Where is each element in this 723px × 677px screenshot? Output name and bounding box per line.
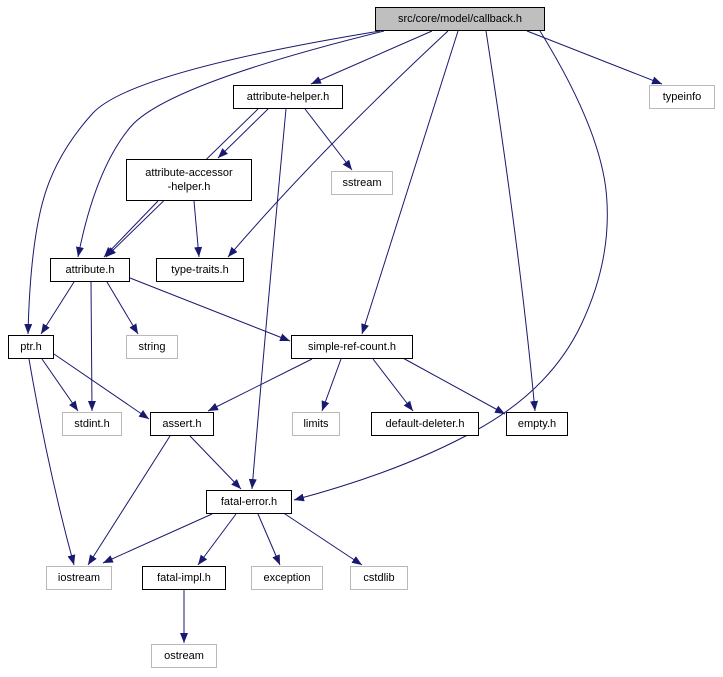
include-edge-attribute-helper-h-to-fatal-error-h	[248, 108, 287, 490]
include-edge-attribute-accessor-helper-h-to-type-traits-h	[193, 200, 203, 258]
graph-node-attribute-helper-h[interactable]: attribute-helper.h	[233, 85, 343, 109]
include-edge-fatal-error-h-to-cstdlib	[281, 511, 363, 566]
include-edge-assert-h-to-iostream	[87, 435, 171, 566]
include-edge-fatal-error-h-to-iostream	[102, 513, 213, 564]
graph-node-fatal-error-h[interactable]: fatal-error.h	[206, 490, 292, 514]
graph-node-cstdlib: cstdlib	[350, 566, 408, 590]
graph-node-type-traits-h[interactable]: type-traits.h	[156, 258, 244, 282]
include-edge-callback-h-to-attribute-helper-h	[310, 30, 433, 85]
graph-node-ptr-h[interactable]: ptr.h	[8, 335, 54, 359]
graph-node-limits: limits	[292, 412, 340, 436]
include-edge-attribute-h-to-string	[106, 281, 139, 335]
include-edge-attribute-accessor-helper-h-to-attribute-h	[103, 200, 159, 258]
include-edge-simple-ref-count-h-to-assert-h	[207, 358, 313, 412]
graph-node-attribute-h[interactable]: attribute.h	[50, 258, 130, 282]
graph-node-empty-h[interactable]: empty.h	[506, 412, 568, 436]
include-edge-simple-ref-count-h-to-limits	[321, 358, 342, 412]
include-edge-callback-h-to-type-traits-h	[227, 30, 449, 258]
include-edge-attribute-h-to-ptr-h	[40, 281, 75, 335]
include-edge-assert-h-to-fatal-error-h	[189, 435, 242, 490]
graph-node-simple-ref-count-h[interactable]: simple-ref-count.h	[291, 335, 413, 359]
graph-node-iostream: iostream	[46, 566, 112, 590]
include-edge-fatal-error-h-to-fatal-impl-h	[197, 513, 237, 566]
include-edge-callback-h-to-empty-h	[485, 30, 539, 412]
include-edge-ptr-h-to-stdint-h	[41, 358, 79, 412]
include-edge-simple-ref-count-h-to-default-deleter-h	[372, 358, 414, 412]
graph-node-exception: exception	[251, 566, 323, 590]
include-edge-attribute-helper-h-to-sstream	[304, 108, 353, 171]
graph-node-sstream: sstream	[331, 171, 393, 195]
include-edge-attribute-h-to-stdint-h	[87, 281, 96, 412]
include-edge-ptr-h-to-assert-h	[53, 353, 150, 420]
graph-node-ostream: ostream	[151, 644, 217, 668]
graph-node-stdint-h: stdint.h	[62, 412, 122, 436]
include-edge-ptr-h-to-iostream	[28, 358, 76, 566]
include-edge-attribute-helper-h-to-attribute-accessor-helper-h	[217, 108, 269, 159]
graph-node-attribute-accessor-helper-h[interactable]: attribute-accessor -helper.h	[126, 159, 252, 201]
include-edge-fatal-error-h-to-exception	[257, 513, 281, 566]
include-edge-callback-h-to-typeinfo	[526, 30, 663, 85]
include-edge-callback-h-to-fatal-error-h	[293, 30, 608, 502]
graph-node-fatal-impl-h[interactable]: fatal-impl.h	[142, 566, 226, 590]
graph-node-typeinfo: typeinfo	[649, 85, 715, 109]
graph-node-assert-h[interactable]: assert.h	[150, 412, 214, 436]
include-edge-callback-h-to-ptr-h	[24, 30, 381, 335]
include-edge-callback-h-to-attribute-h	[75, 30, 385, 258]
include-edge-simple-ref-count-h-to-empty-h	[400, 356, 506, 415]
graph-node-default-deleter-h[interactable]: default-deleter.h	[371, 412, 479, 436]
graph-node-callback-h: src/core/model/callback.h	[375, 7, 545, 31]
graph-node-string: string	[126, 335, 178, 359]
include-edge-callback-h-to-simple-ref-count-h	[361, 30, 459, 335]
include-edge-attribute-h-to-simple-ref-count-h	[129, 277, 291, 342]
